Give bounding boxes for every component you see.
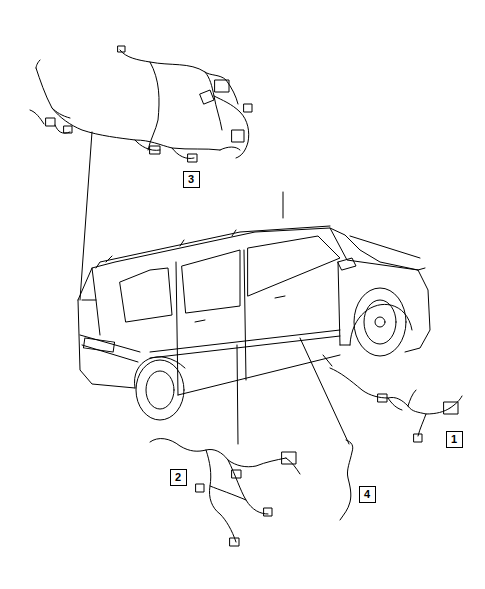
harness-4 [340, 440, 353, 520]
harness-3 [30, 46, 252, 162]
harness-1 [330, 368, 462, 442]
callout-number: 2 [175, 472, 181, 483]
leader-lines [80, 132, 349, 444]
vehicle-body [78, 226, 430, 420]
callout-box: 1 [446, 431, 463, 448]
harness-2 [150, 439, 300, 546]
callout-box: 2 [170, 469, 187, 486]
callout-box: 3 [183, 171, 200, 188]
callout-number: 1 [451, 434, 457, 445]
callout-number: 3 [188, 174, 194, 185]
callout-box: 4 [359, 486, 376, 503]
callout-number: 4 [364, 489, 370, 500]
